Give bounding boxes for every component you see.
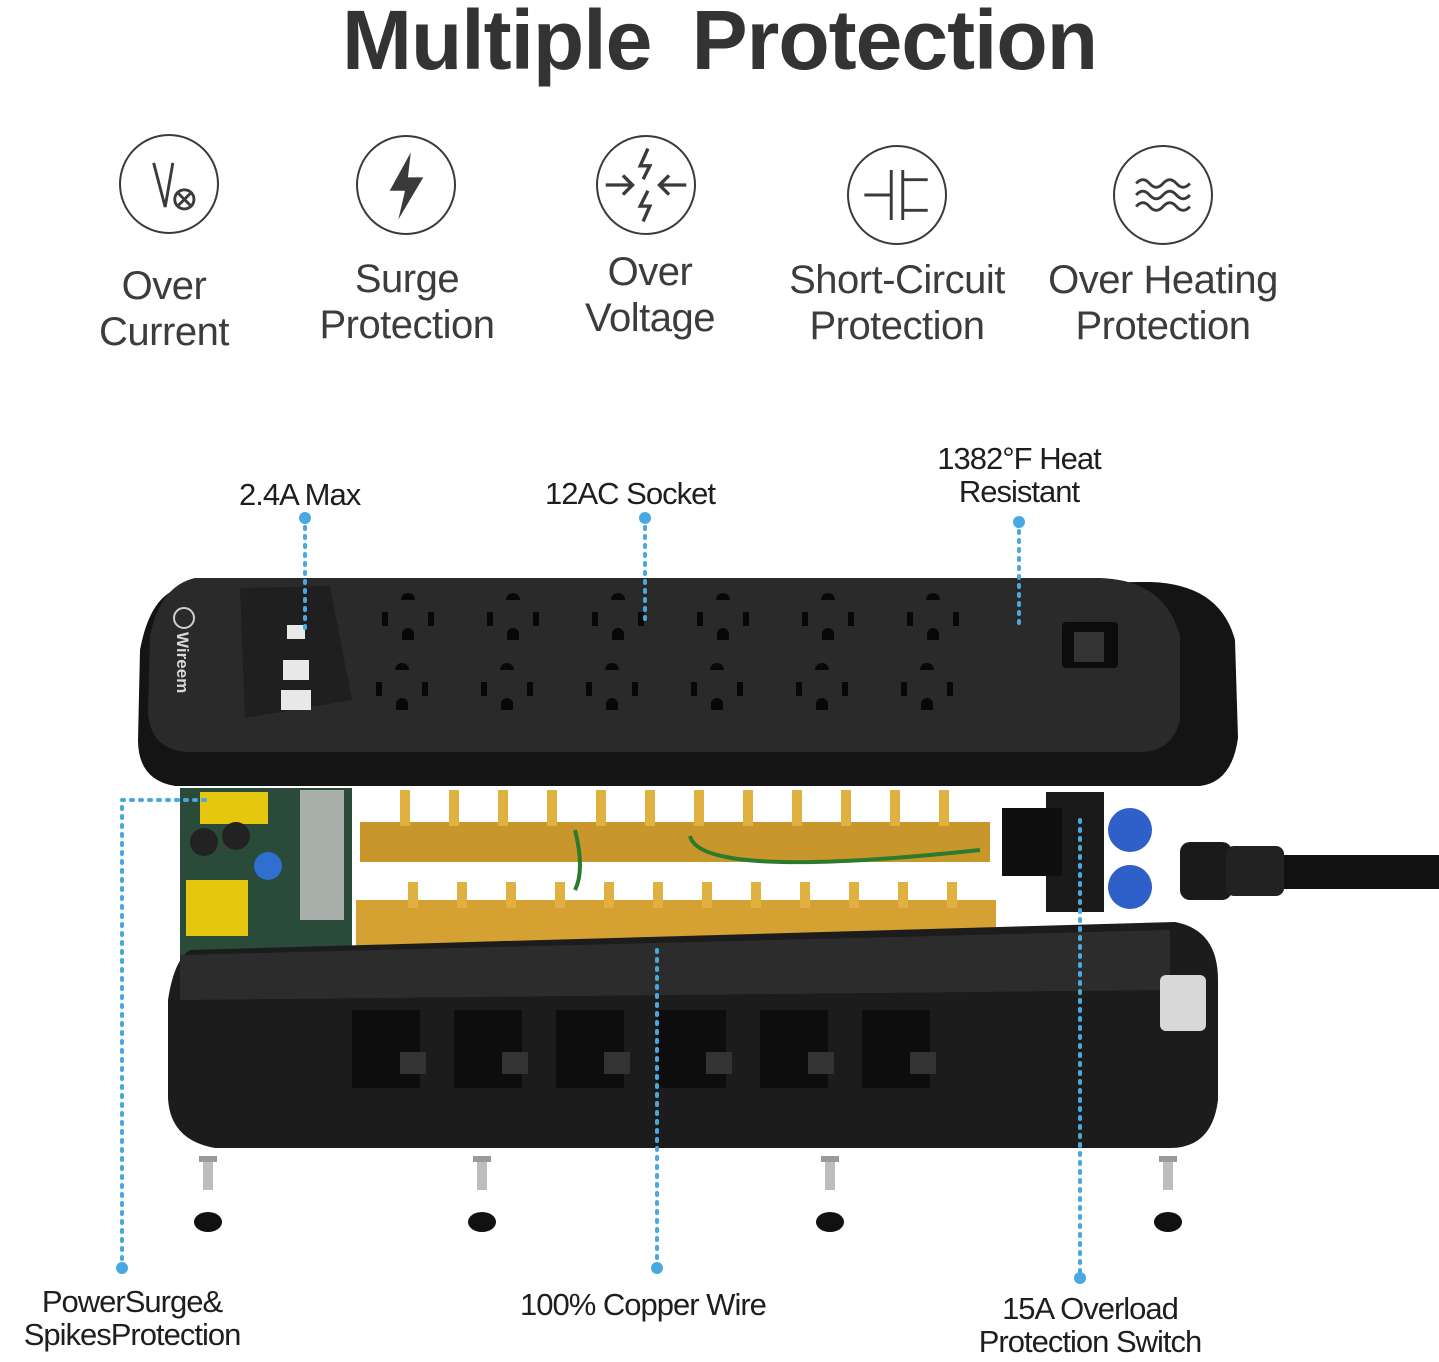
screw xyxy=(1163,1158,1173,1190)
socket-pin xyxy=(743,790,753,826)
rubber-foot xyxy=(194,1212,222,1232)
feature-label-over-current: Over Current xyxy=(99,264,229,354)
callout-heat-resistant: 1382°F Heat Resistant xyxy=(937,441,1101,509)
ac-outlet xyxy=(697,593,749,640)
usb-port xyxy=(283,660,309,680)
over-current-icon xyxy=(119,134,219,234)
feature-label-over-voltage: Over Voltage xyxy=(585,250,715,340)
rubber-foot xyxy=(816,1212,844,1232)
over-voltage-icon xyxy=(596,135,696,235)
housing-compartment xyxy=(352,1010,420,1088)
socket-pin xyxy=(890,790,900,826)
brand-logo-icon xyxy=(173,607,195,629)
housing-compartment xyxy=(760,1010,828,1088)
callout-usb-max: 2.4A Max xyxy=(239,477,361,512)
socket-pin xyxy=(792,790,802,826)
socket-pin xyxy=(800,882,810,908)
surge-bolt-icon xyxy=(356,135,456,235)
socket-pin xyxy=(555,882,565,908)
screw xyxy=(203,1158,213,1190)
cord-strain-relief xyxy=(1180,842,1232,900)
socket-pin xyxy=(400,790,410,826)
ac-outlet xyxy=(907,593,959,640)
ac-outlet xyxy=(901,663,953,710)
over-heating-icon xyxy=(1113,145,1213,245)
socket-pin xyxy=(408,882,418,908)
socket-pin xyxy=(457,882,467,908)
usb-panel xyxy=(240,586,352,718)
socket-pin xyxy=(645,790,655,826)
socket-pin xyxy=(604,882,614,908)
ac-outlet xyxy=(592,593,644,640)
screw xyxy=(477,1158,487,1190)
bottom-housing xyxy=(168,922,1218,1148)
feature-label-surge: Surge Protection xyxy=(319,257,495,347)
usb-port xyxy=(287,625,305,639)
callout-ac-socket: 12AC Socket xyxy=(545,476,716,511)
varistor xyxy=(1108,865,1152,909)
page-title: Multiple Protection xyxy=(342,0,1098,87)
socket-pin xyxy=(947,882,957,908)
brand-name: Wireem xyxy=(173,632,192,693)
screws-and-feet xyxy=(194,1156,1182,1232)
feature-label-short-circuit: Short-Circuit Protection xyxy=(789,258,1005,348)
callout-overload-switch: 15A Overload Protection Switch xyxy=(978,1291,1203,1359)
ac-outlet xyxy=(796,663,848,710)
socket-pin xyxy=(653,882,663,908)
ac-outlet xyxy=(487,593,539,640)
varistor xyxy=(1108,808,1152,852)
outlet-grid xyxy=(376,593,959,710)
callout-dots xyxy=(116,512,1086,1284)
ground-wire xyxy=(688,835,981,865)
callout-copper-wire: 100% Copper Wire xyxy=(520,1287,767,1322)
socket-pin xyxy=(939,790,949,826)
callout-surge-spikes: PowerSurge& SpikesProtection xyxy=(23,1284,242,1352)
socket-pin xyxy=(498,790,508,826)
usb-port xyxy=(281,690,311,710)
socket-pin xyxy=(506,882,516,908)
rubber-foot xyxy=(1154,1212,1182,1232)
screw xyxy=(825,1158,835,1190)
socket-pin xyxy=(849,882,859,908)
housing-compartment xyxy=(862,1010,930,1088)
callout-leaders xyxy=(120,516,1082,1278)
housing-compartment xyxy=(454,1010,522,1088)
ac-outlet xyxy=(691,663,743,710)
ground-plug-contact xyxy=(1160,975,1206,1031)
feature-label-over-heating: Over Heating Protection xyxy=(1048,258,1278,348)
socket-pin xyxy=(841,790,851,826)
ac-outlet xyxy=(382,593,434,640)
housing-compartment xyxy=(556,1010,624,1088)
socket-pin xyxy=(449,790,459,826)
top-cover xyxy=(138,578,1238,786)
ac-outlet xyxy=(481,663,533,710)
ac-outlet xyxy=(586,663,638,710)
short-circuit-icon xyxy=(847,145,947,245)
socket-pin xyxy=(898,882,908,908)
ac-outlet xyxy=(376,663,428,710)
socket-pin xyxy=(751,882,761,908)
rubber-foot xyxy=(468,1212,496,1232)
socket-pin xyxy=(547,790,557,826)
socket-pin xyxy=(596,790,606,826)
socket-pin xyxy=(702,882,712,908)
ac-outlet xyxy=(802,593,854,640)
surge-pcb xyxy=(180,788,352,962)
socket-pin xyxy=(694,790,704,826)
housing-compartment xyxy=(658,1010,726,1088)
